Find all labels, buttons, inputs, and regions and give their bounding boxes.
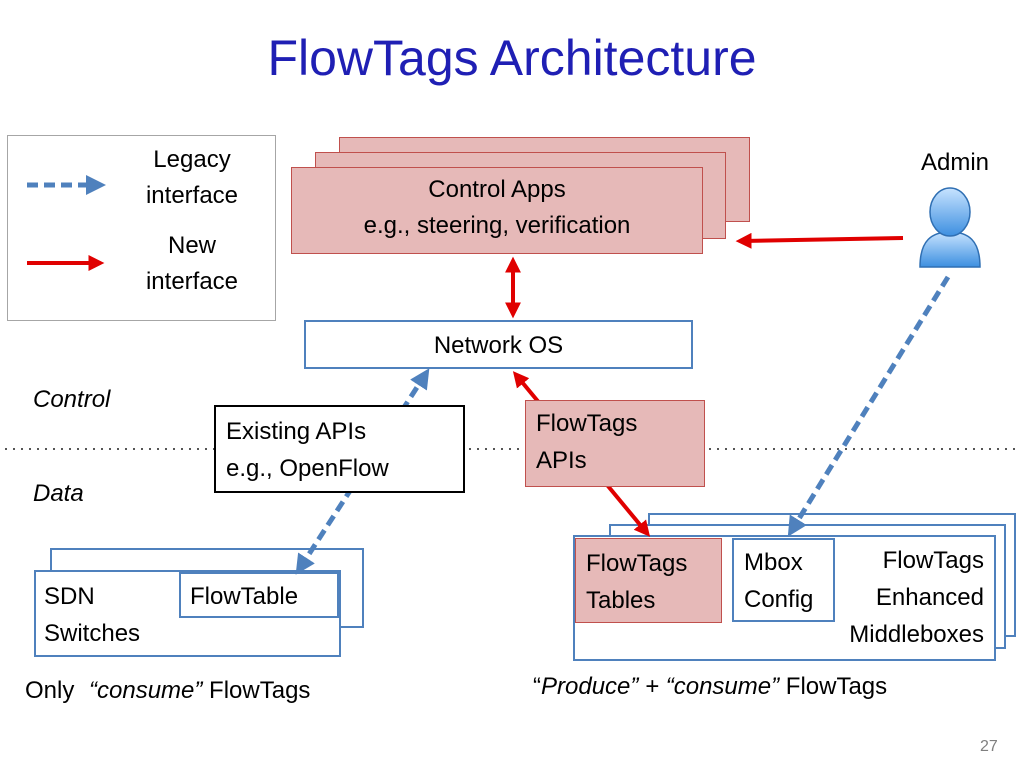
legend-new-label: New interface <box>145 232 239 295</box>
legend-legacy-label: Legacy interface <box>145 146 239 209</box>
mbox-config-box: Mbox Config <box>732 538 835 622</box>
flowtable-box: FlowTable <box>179 572 339 618</box>
network-os-label: Network OS <box>433 332 564 359</box>
network-os-box: Network OS <box>304 320 693 369</box>
admin-apps-arrow <box>735 232 904 249</box>
legend-box <box>7 135 276 321</box>
sdn-caption: Only “consume” FlowTags <box>25 673 310 709</box>
flowtags-tables-label: FlowTags Tables <box>586 550 688 614</box>
mbox-config-label: Mbox Config <box>744 549 814 613</box>
middlebox-caption: “Produce” + “consume” FlowTags <box>533 669 887 705</box>
middlebox-caption-suffix: FlowTags <box>779 673 888 700</box>
sdn-caption-prefix: Only <box>25 677 82 704</box>
flowtags-apis-label: FlowTags APIs <box>536 410 638 474</box>
slide-title: FlowTags Architecture <box>267 30 757 86</box>
page-number: 27 <box>980 738 998 755</box>
enhanced-middleboxes-label: FlowTags Enhanced Middleboxes <box>849 547 984 648</box>
existing-apis-box: Existing APIs e.g., OpenFlow <box>214 405 465 493</box>
existing-apis-label: Existing APIs e.g., OpenFlow <box>226 418 389 482</box>
flowtags-tables-box: FlowTags Tables <box>575 538 722 623</box>
control-apps-box: Control Apps e.g., steering, verificatio… <box>291 167 703 254</box>
control-apps-label: Control Apps e.g., steering, verificatio… <box>363 176 631 239</box>
sdn-caption-suffix: FlowTags <box>202 677 311 704</box>
flowtags-apis-box: FlowTags APIs <box>525 400 705 487</box>
admin-config-legacy-arrow <box>787 275 951 537</box>
control-plane-label: Control <box>33 386 111 413</box>
data-plane-label: Data <box>33 480 84 507</box>
sdn-caption-emph: “consume” <box>89 677 203 704</box>
sdn-switches-label: SDN Switches <box>44 583 141 647</box>
middlebox-caption-open: “ <box>533 673 541 700</box>
admin-label: Admin <box>920 149 990 176</box>
flowtable-label: FlowTable <box>190 583 299 610</box>
middlebox-caption-emph: Produce” + “consume” <box>541 673 780 700</box>
person-icon <box>919 187 981 268</box>
